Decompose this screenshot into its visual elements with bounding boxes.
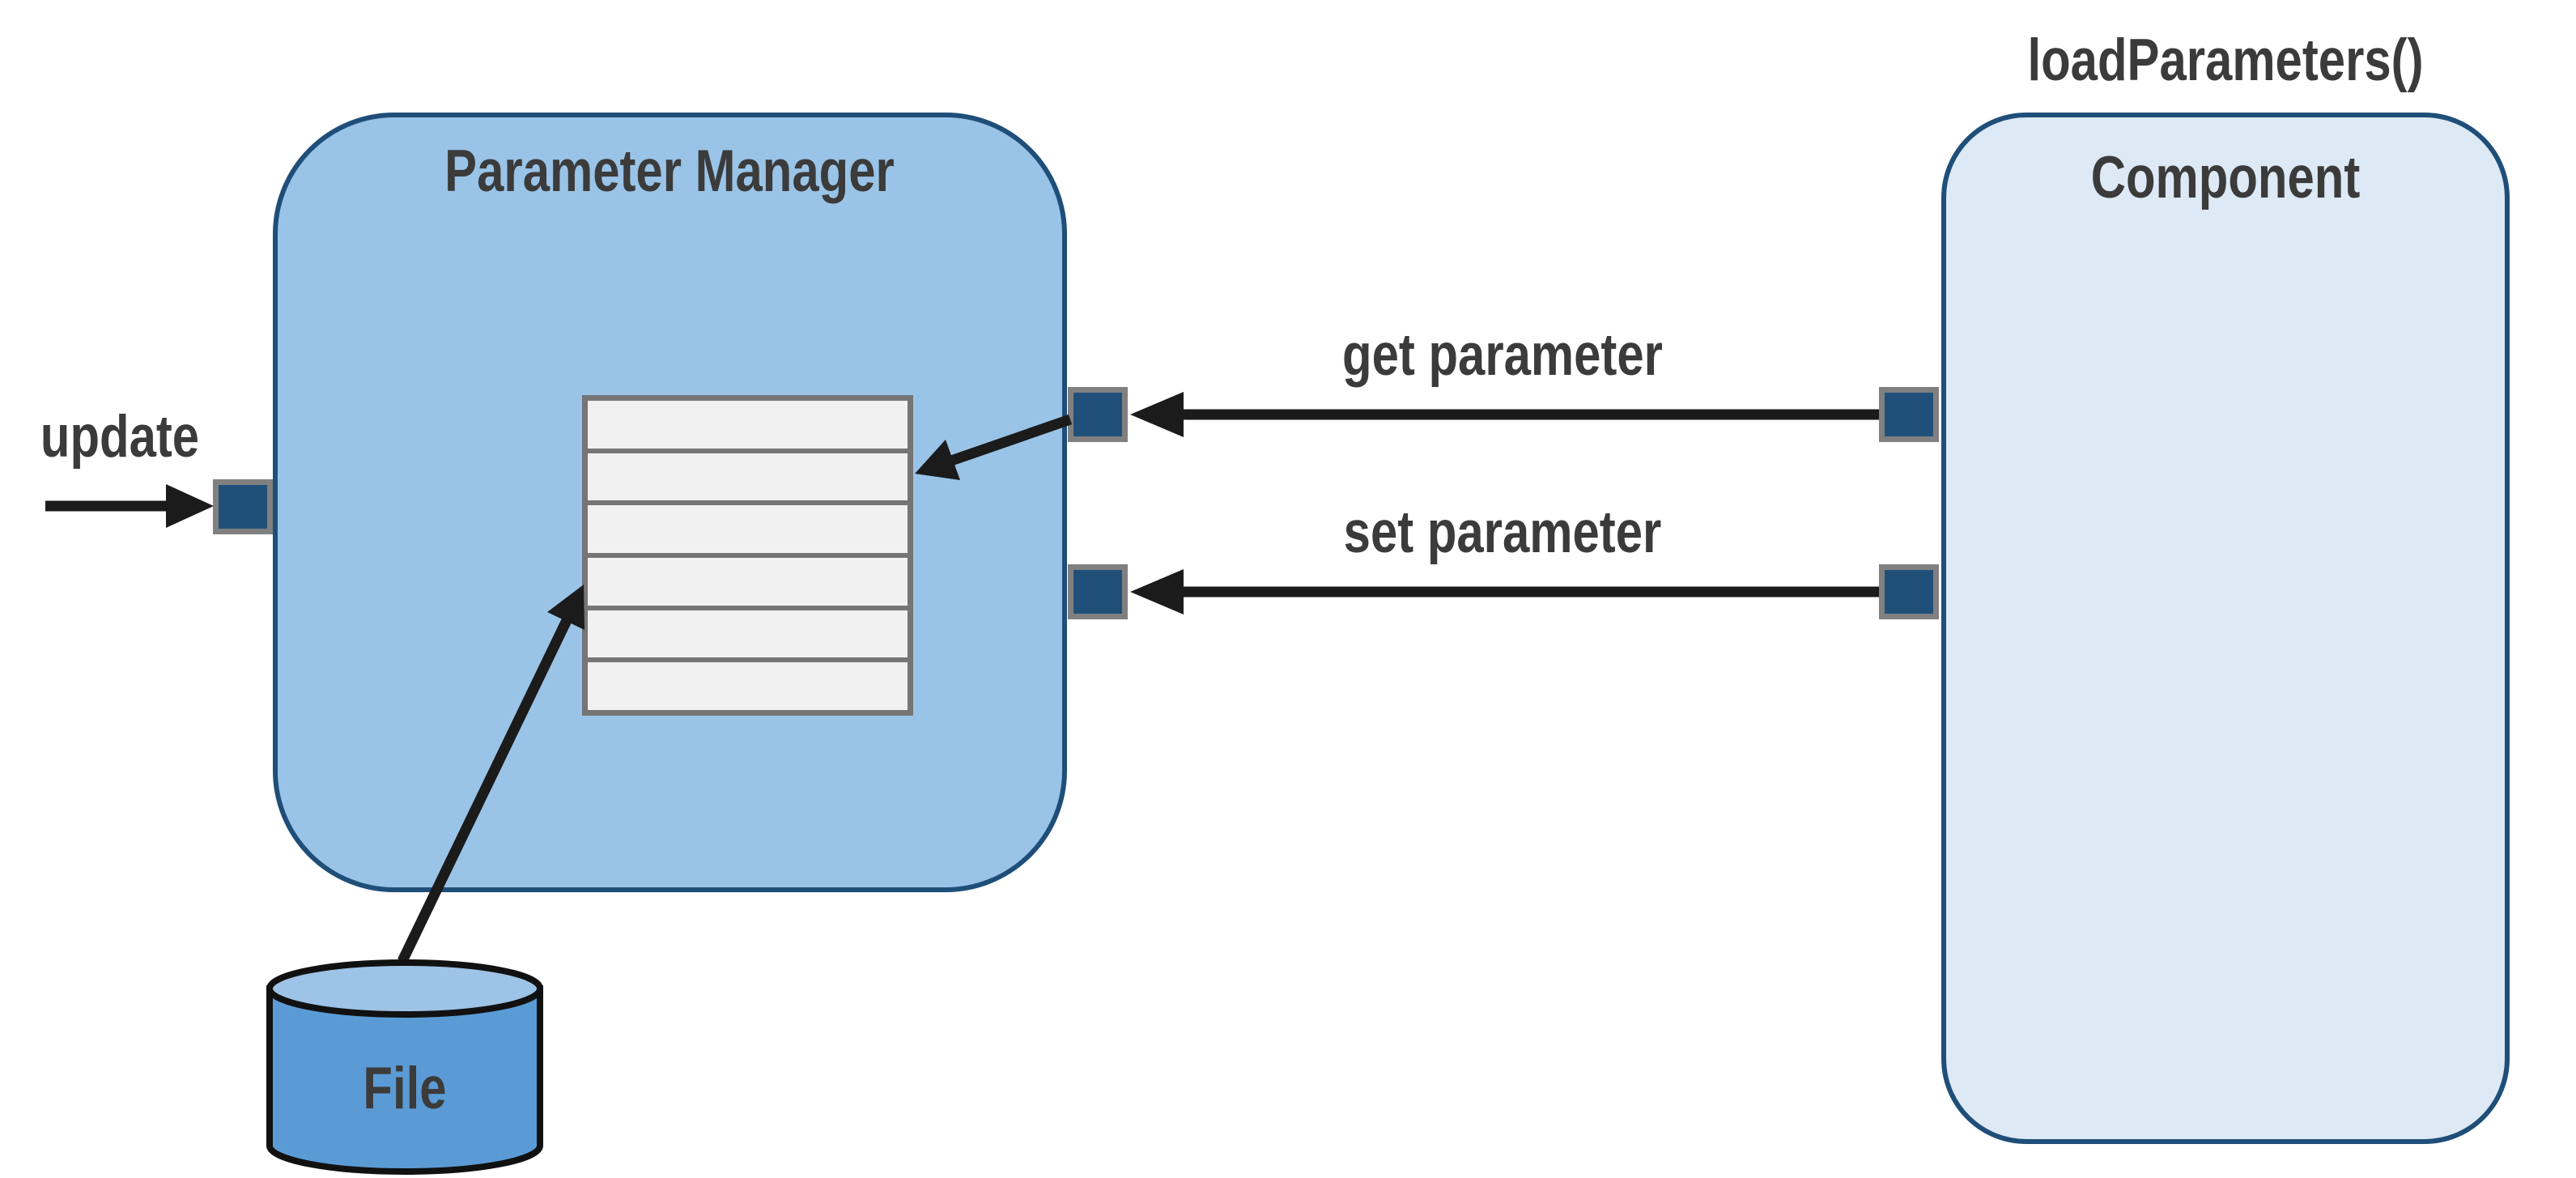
file-cylinder-label: File: [363, 1056, 447, 1121]
set-parameter-arrow: [1130, 569, 1879, 615]
parameter-table-row: [588, 505, 908, 554]
parameter-table-row: [588, 558, 908, 606]
parameter-table-row: [588, 610, 908, 658]
parameter-table-row: [588, 453, 908, 501]
parameter-table-row: [588, 401, 908, 449]
get-parameter-arrow-label: get parameter: [1342, 322, 1663, 388]
parameter-manager-title: Parameter Manager: [444, 138, 895, 204]
set-parameter-arrow-label: set parameter: [1343, 500, 1662, 565]
pm-set-parameter-port: [1068, 564, 1128, 619]
get-parameter-arrow: [1130, 392, 1879, 437]
component-box: [1941, 113, 2510, 1144]
component-set-parameter-port: [1879, 564, 1939, 619]
parameter-table-row: [588, 662, 908, 711]
parameter-table: [582, 395, 913, 716]
component-get-parameter-port: [1879, 387, 1939, 442]
component-title: Component: [2090, 145, 2361, 211]
update-arrow-label: update: [40, 404, 200, 470]
update-port: [213, 479, 273, 534]
load-parameters-annotation: loadParameters(): [2027, 28, 2424, 93]
pm-get-parameter-port: [1068, 387, 1128, 442]
update-arrow: [45, 484, 214, 528]
